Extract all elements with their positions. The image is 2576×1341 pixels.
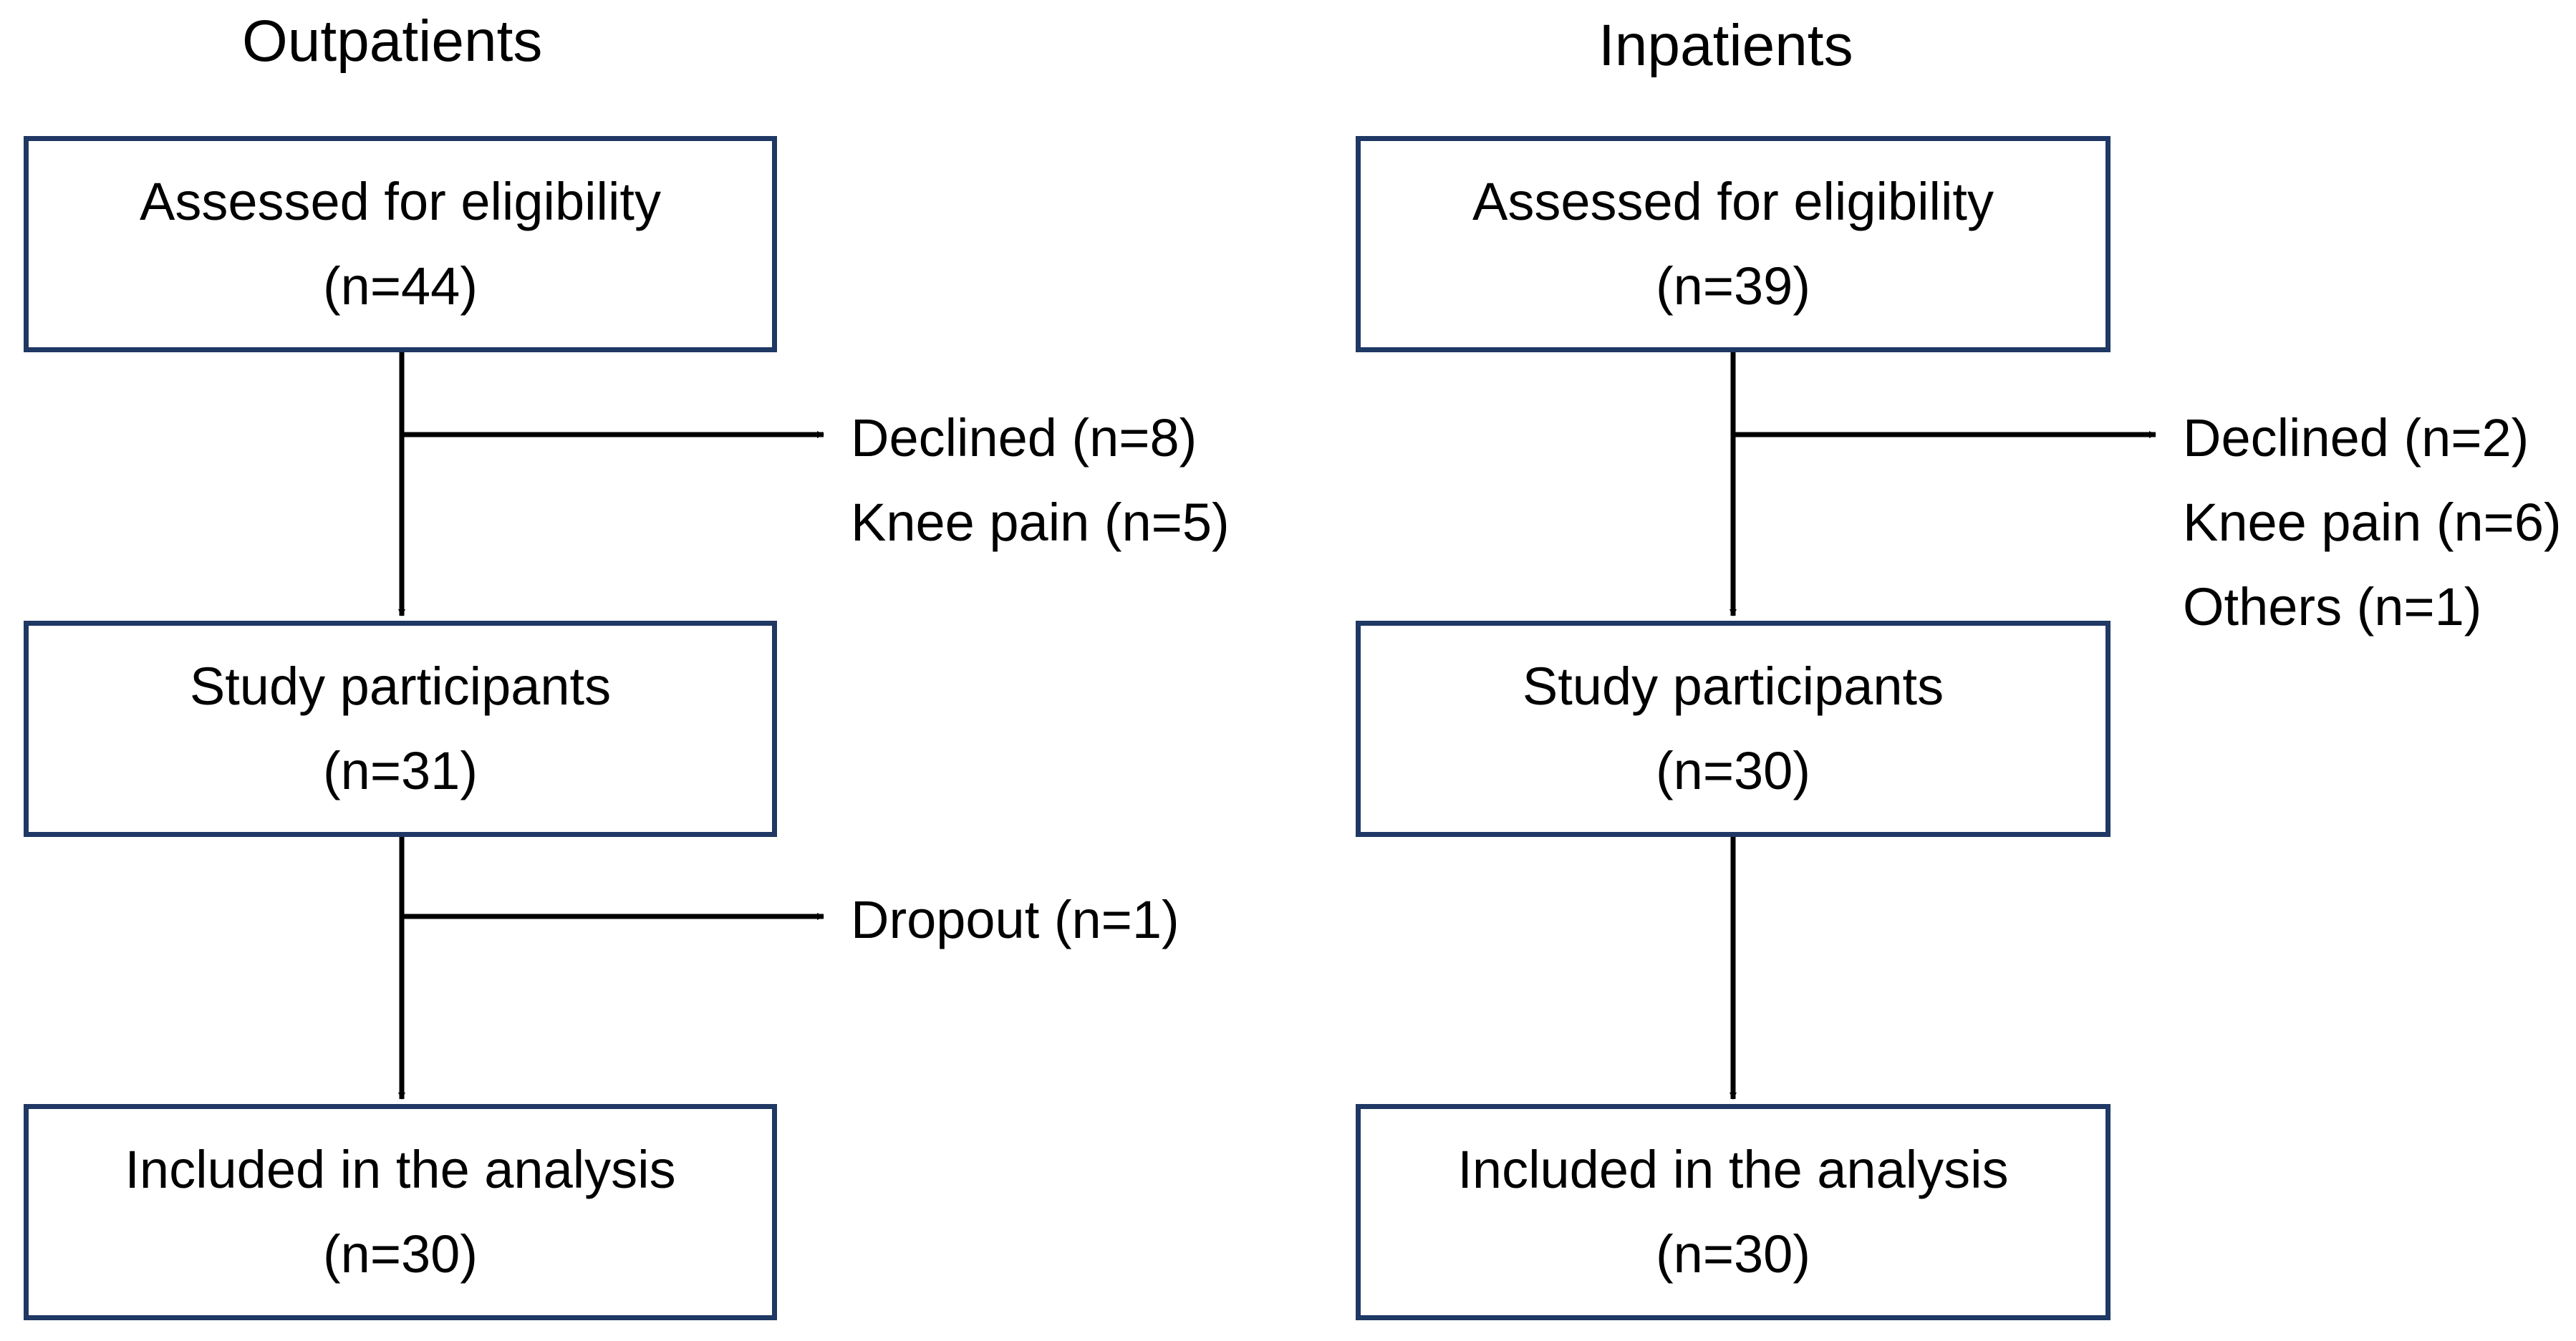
outpatients-participants-count: (n=31) [323, 741, 478, 800]
outpatients-assessed-count: (n=44) [323, 256, 478, 316]
inpatients-assessed-count: (n=39) [1656, 256, 1810, 316]
inpatients-analysis-box: Included in the analysis (n=30) [1356, 1104, 2111, 1320]
inpatients-exclusions: Declined (n=2) Knee pain (n=6) Others (n… [2183, 396, 2562, 649]
inpatients-exclusion-knee-pain: Knee pain (n=6) [2183, 493, 2562, 552]
outpatients-title: Outpatients [242, 9, 543, 74]
outpatients-assessed-box: Assessed for eligibility (n=44) [24, 136, 777, 352]
outpatients-analysis-count: (n=30) [323, 1224, 478, 1284]
outpatients-participants-box: Study participants (n=31) [24, 621, 777, 837]
outpatients-participants-label: Study participants [189, 657, 612, 716]
outpatients-exclusion-declined: Declined (n=8) [851, 408, 1197, 468]
inpatients-analysis-label: Included in the analysis [1457, 1140, 2009, 1199]
outpatients-exclusions: Declined (n=8) Knee pain (n=5) [851, 396, 1230, 565]
inpatients-participants-label: Study participants [1522, 657, 1944, 716]
inpatients-participants-count: (n=30) [1656, 741, 1810, 800]
outpatients-analysis-box: Included in the analysis (n=30) [24, 1104, 777, 1320]
inpatients-title: Inpatients [1598, 13, 1853, 78]
outpatients-dropout: Dropout (n=1) [851, 890, 1180, 949]
inpatients-participants-box: Study participants (n=30) [1356, 621, 2111, 837]
outpatients-assessed-label: Assessed for eligibility [140, 172, 661, 231]
inpatients-exclusion-others: Others (n=1) [2183, 577, 2482, 636]
inpatients-analysis-count: (n=30) [1656, 1224, 1810, 1284]
inpatients-assessed-box: Assessed for eligibility (n=39) [1356, 136, 2111, 352]
inpatients-assessed-label: Assessed for eligibility [1472, 172, 1994, 231]
outpatients-analysis-label: Included in the analysis [125, 1140, 676, 1199]
outpatients-exclusion-knee-pain: Knee pain (n=5) [851, 493, 1230, 552]
inpatients-exclusion-declined: Declined (n=2) [2183, 408, 2529, 468]
